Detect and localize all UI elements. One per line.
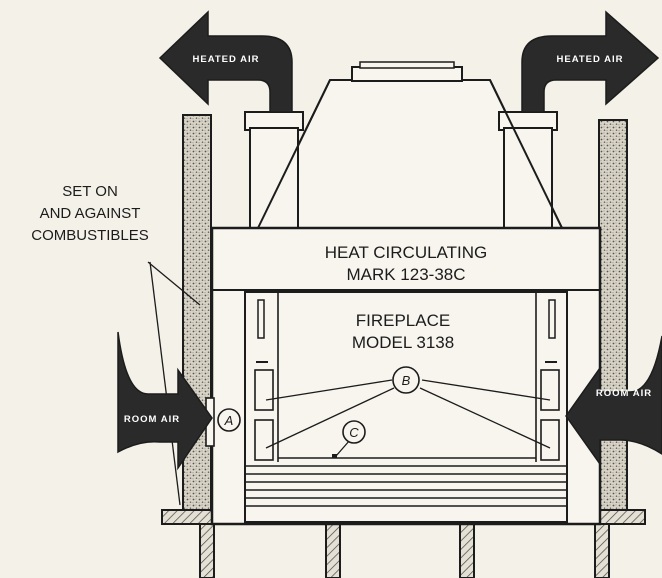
hood-cap (351, 66, 463, 82)
callout-circle-c (342, 420, 366, 444)
left-masonry-wall (182, 114, 212, 521)
callout-leaders (147, 261, 551, 506)
callout-b-label: B (402, 373, 411, 388)
left-upper-slot (257, 299, 265, 339)
heated-air-left-label: HEATED AIR (193, 54, 260, 65)
right-grille-lower (540, 419, 560, 461)
left-grille-upper (254, 369, 274, 411)
left-duct (249, 127, 299, 229)
fireplace-label: FIREPLACE (356, 311, 450, 330)
set-on-label-line3: COMBUSTIBLES (31, 227, 149, 244)
heat-circulating-label: HEAT CIRCULATING (325, 243, 487, 262)
left-grille-lower (254, 419, 274, 461)
joist-3 (459, 523, 475, 578)
set-on-label-line1: SET ON (62, 183, 118, 200)
callout-a-label: A (224, 413, 234, 428)
hood-cap-top (359, 61, 455, 69)
right-duct (503, 127, 553, 229)
model-label: MODEL 3138 (352, 333, 454, 352)
callout-circle-b (392, 366, 420, 394)
callout-circle-a (217, 408, 241, 432)
right-upper-slot (548, 299, 556, 339)
room-air-right-label: ROOM AIR (596, 388, 652, 399)
callout-c-label: C (349, 425, 359, 440)
room-air-arrow-right (565, 335, 662, 467)
grate-marker (332, 454, 337, 458)
right-grille-upper (540, 369, 560, 411)
heated-air-arrow-right (521, 10, 660, 113)
firebox-opening (244, 291, 568, 523)
mark-label: MARK 123-38C (346, 265, 465, 284)
room-air-left-label: ROOM AIR (124, 414, 180, 425)
room-air-arrow-left (117, 331, 213, 471)
joist-4 (594, 523, 610, 578)
set-on-label-line2: AND AGAINST (40, 205, 141, 222)
heated-air-arrow-left (158, 10, 293, 113)
hearth-louvers (245, 465, 567, 507)
heated-air-right-label: HEATED AIR (557, 54, 624, 65)
joist-2 (325, 523, 341, 578)
joist-1 (199, 523, 215, 578)
floor-joists (199, 523, 610, 578)
right-masonry-wall (598, 119, 628, 521)
